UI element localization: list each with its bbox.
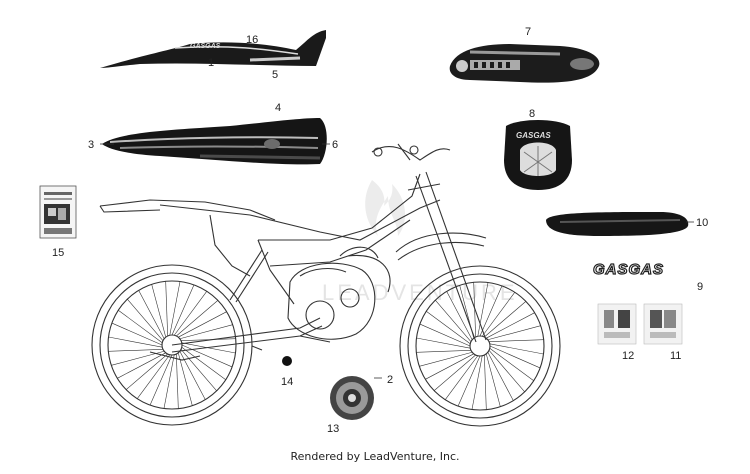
wheel-spoke xyxy=(169,281,181,336)
callout-13: 13 xyxy=(327,423,339,435)
part-number-plate xyxy=(449,44,600,83)
wheel-spoke xyxy=(446,291,473,340)
wheel-spoke xyxy=(477,282,489,337)
wheel-spoke xyxy=(457,355,481,407)
wheel-spoke xyxy=(178,311,227,338)
wheel-spoke xyxy=(487,352,514,401)
callouts: 1 2 3 4 5 6 7 8 9 10 11 12 13 14 15 16 xyxy=(52,26,708,435)
wheel-spoke xyxy=(419,323,471,347)
callout-4: 4 xyxy=(275,102,281,114)
wheel-spoke xyxy=(479,285,503,337)
wheel-spoke xyxy=(489,343,544,355)
wheel-spoke xyxy=(488,350,525,393)
wheel-spoke xyxy=(181,344,233,368)
callout-8: 8 xyxy=(529,108,535,120)
wheel-spoke xyxy=(484,301,527,338)
wheel-spoke xyxy=(127,298,164,341)
callout-1: 1 xyxy=(208,57,214,69)
wheel-spoke xyxy=(419,351,473,367)
wheel-spoke xyxy=(489,347,534,382)
wheel-spoke xyxy=(486,312,535,339)
wheel-spoke xyxy=(151,284,167,338)
callout-11: 11 xyxy=(670,350,681,362)
part-fork-guard xyxy=(546,212,689,236)
wheel-spoke xyxy=(118,309,163,344)
wheel-spoke xyxy=(138,290,165,339)
wheel-spoke xyxy=(180,349,217,392)
wheel-spoke xyxy=(488,339,544,342)
wheel-spoke xyxy=(181,346,226,381)
wheel-spoke xyxy=(471,355,483,410)
part-logo-decal: GASGAS xyxy=(592,260,664,278)
wheel-spoke xyxy=(176,353,179,409)
part-tank-decal xyxy=(102,118,327,165)
callout-10: 10 xyxy=(696,217,708,229)
wheel-spoke xyxy=(108,336,163,348)
callout-16: 16 xyxy=(246,34,258,46)
wheel-spoke xyxy=(433,354,476,391)
wheel-spoke xyxy=(487,325,541,341)
wheel-spoke xyxy=(179,351,206,400)
part-small-decals xyxy=(597,303,683,345)
wheel-spoke xyxy=(125,353,168,390)
wheel-spoke xyxy=(177,352,193,406)
wheel-spoke xyxy=(484,354,487,410)
svg-text:GASGAS: GASGAS xyxy=(516,131,551,140)
svg-text:GASGAS: GASGAS xyxy=(593,261,664,278)
wheel-spoke xyxy=(435,299,472,342)
front-wheel xyxy=(399,265,561,427)
wheel-spoke xyxy=(489,345,541,369)
wheel-spoke xyxy=(444,355,479,400)
motorcycle-drawing xyxy=(91,143,561,427)
callout-12: 12 xyxy=(622,350,634,362)
wheel-spoke xyxy=(117,352,166,379)
wheel-spoke xyxy=(425,353,474,380)
part-headlight-mask: GASGAS xyxy=(504,120,572,190)
wheel-spoke xyxy=(173,291,208,336)
callout-9: 9 xyxy=(697,281,703,293)
wheel-spoke xyxy=(179,324,233,340)
part-shroud-decal: GASGAS xyxy=(100,30,326,68)
part-clutch-decal xyxy=(330,376,374,420)
wheel-spoke xyxy=(485,353,501,407)
wheel-spoke xyxy=(171,284,195,336)
callout-6: 6 xyxy=(332,139,338,151)
callout-2: 2 xyxy=(387,374,393,386)
wheel-spoke xyxy=(165,281,168,337)
wheel-spoke xyxy=(111,322,163,346)
callout-7: 7 xyxy=(525,26,531,38)
callout-15: 15 xyxy=(52,247,64,259)
wheel-spoke xyxy=(136,354,171,399)
svg-text:LEADVENTURE: LEADVENTURE xyxy=(322,280,518,305)
wheel-spoke xyxy=(176,300,219,337)
wheel-spoke xyxy=(163,354,175,409)
wheel-spoke xyxy=(416,350,472,353)
svg-text:GASGAS: GASGAS xyxy=(190,43,221,50)
rear-wheel xyxy=(91,264,253,426)
part-warning-label xyxy=(39,185,77,239)
wheel-spoke xyxy=(481,292,516,337)
leader-lines xyxy=(100,143,694,379)
watermark: LEADVENTURE xyxy=(322,180,518,305)
callout-5: 5 xyxy=(272,69,278,81)
wheel-spoke xyxy=(426,310,471,345)
wheel-spoke xyxy=(149,354,173,406)
part-dot-sticker xyxy=(282,356,292,366)
callout-3: 3 xyxy=(88,139,94,151)
wheel-spoke xyxy=(416,337,471,349)
wheel-spoke xyxy=(108,349,164,352)
footer-credit: Rendered by LeadVenture, Inc. xyxy=(290,450,460,463)
callout-14: 14 xyxy=(281,376,293,388)
